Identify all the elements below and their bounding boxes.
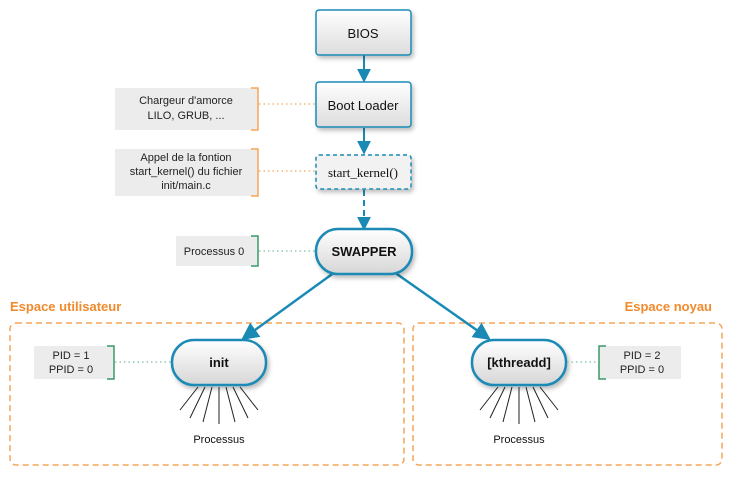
swapper-note-bracket — [251, 235, 259, 267]
kernel-space-title: Espace noyau — [625, 299, 712, 314]
kthreadd-annotation: PID = 2 PPID = 0 — [567, 345, 681, 380]
kthreadd-note-box — [599, 346, 681, 379]
init-note-box — [34, 346, 114, 379]
kthreadd-node: [kthreadd] — [470, 338, 568, 387]
swapper-note-box — [176, 236, 258, 266]
swapper-note-line-1: Processus 0 — [184, 246, 245, 258]
init-note-bracket — [107, 345, 115, 380]
bios-node: BIOS — [315, 9, 412, 56]
start-kernel-label: start_kernel() — [328, 165, 398, 180]
kthreadd-label: [kthreadd] — [487, 355, 551, 370]
bios-label: BIOS — [347, 26, 378, 41]
start-kernel-note-box — [115, 149, 258, 196]
boot-loader-node: Boot Loader — [315, 81, 412, 128]
bootloader-note-bracket — [251, 87, 259, 131]
user-space-title: Espace utilisateur — [10, 299, 121, 314]
start-kernel-note-line-1: Appel de la fontion — [140, 152, 231, 164]
init-label: init — [209, 355, 229, 370]
init-children-fan — [179, 386, 259, 424]
start-kernel-note-line-2: start_kernel() du fichier — [130, 166, 243, 178]
swapper-node: SWAPPER — [314, 227, 414, 276]
arrow-swapper-to-init — [241, 270, 336, 341]
bootloader-note-line-2: LILO, GRUB, ... — [147, 110, 224, 122]
bootloader-note-line-1: Chargeur d'amorce — [139, 95, 233, 107]
init-node: init — [170, 338, 268, 387]
user-space-region — [9, 322, 405, 466]
kthreadd-children-fan — [479, 386, 559, 424]
init-children-label: Processus — [193, 434, 245, 446]
arrow-swapper-to-kthreadd — [393, 270, 491, 341]
boot-loader-label: Boot Loader — [328, 98, 400, 113]
start-kernel-node: start_kernel() — [315, 154, 412, 190]
swapper-label: SWAPPER — [331, 244, 397, 259]
bootloader-annotation: Chargeur d'amorce LILO, GRUB, ... — [115, 87, 315, 131]
kthreadd-children-label: Processus — [493, 434, 545, 446]
kthreadd-note-line-1: PID = 2 — [624, 350, 661, 362]
init-note-line-2: PPID = 0 — [49, 364, 93, 376]
start-kernel-note-line-3: init/main.c — [161, 180, 211, 192]
swapper-annotation: Processus 0 — [176, 235, 315, 267]
start-kernel-annotation: Appel de la fontion start_kernel() du fi… — [115, 148, 315, 197]
init-note-line-1: PID = 1 — [53, 350, 90, 362]
bootloader-note-box — [115, 88, 258, 130]
init-annotation: PID = 1 PPID = 0 — [34, 345, 171, 380]
start-kernel-note-bracket — [251, 148, 259, 197]
kernel-space-region — [412, 322, 723, 466]
kthreadd-note-bracket — [598, 345, 606, 380]
kthreadd-note-line-2: PPID = 0 — [620, 364, 664, 376]
